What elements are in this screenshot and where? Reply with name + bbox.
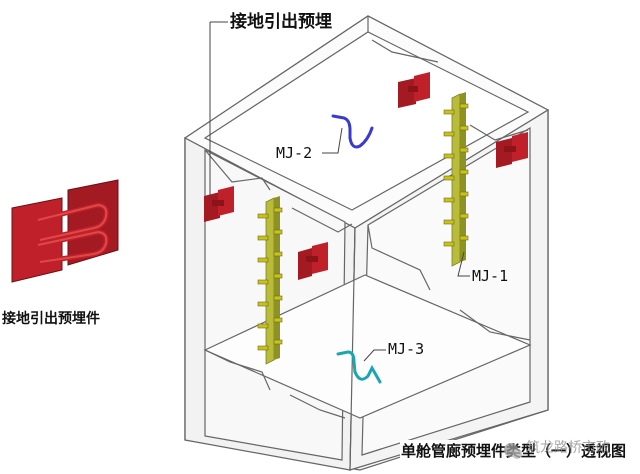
grounding-plate-mid (298, 242, 328, 280)
grounding-plate-right (496, 132, 528, 168)
mj3-rebar (336, 350, 382, 384)
leader-mj3 (363, 349, 386, 362)
leader-mj2 (322, 127, 343, 154)
wall-grounding-plates (204, 72, 528, 280)
tunnel-box (183, 15, 550, 471)
tunnel-floor (203, 274, 532, 419)
grounding-embed-detail (11, 179, 119, 283)
mj2-label: MJ-2 (276, 144, 312, 162)
grounding-plate-left (204, 186, 234, 222)
mj2-rebar (331, 114, 374, 149)
left-caption-label: 接地引出预埋件 (2, 310, 100, 327)
leader-mj1 (457, 251, 470, 277)
watermark-text: 筑龙路桥市政 (526, 439, 610, 456)
grounding-plate-top (398, 72, 430, 108)
mj3-label: MJ-3 (388, 340, 424, 358)
left-wall-channel (257, 196, 283, 365)
mj1-label: MJ-1 (472, 267, 508, 285)
watermark: 筑龙路桥市政 (504, 439, 610, 459)
top-callout-label: 接地引出预埋 (230, 11, 332, 32)
leader-lines (209, 21, 470, 362)
mj1-channel (443, 92, 469, 267)
